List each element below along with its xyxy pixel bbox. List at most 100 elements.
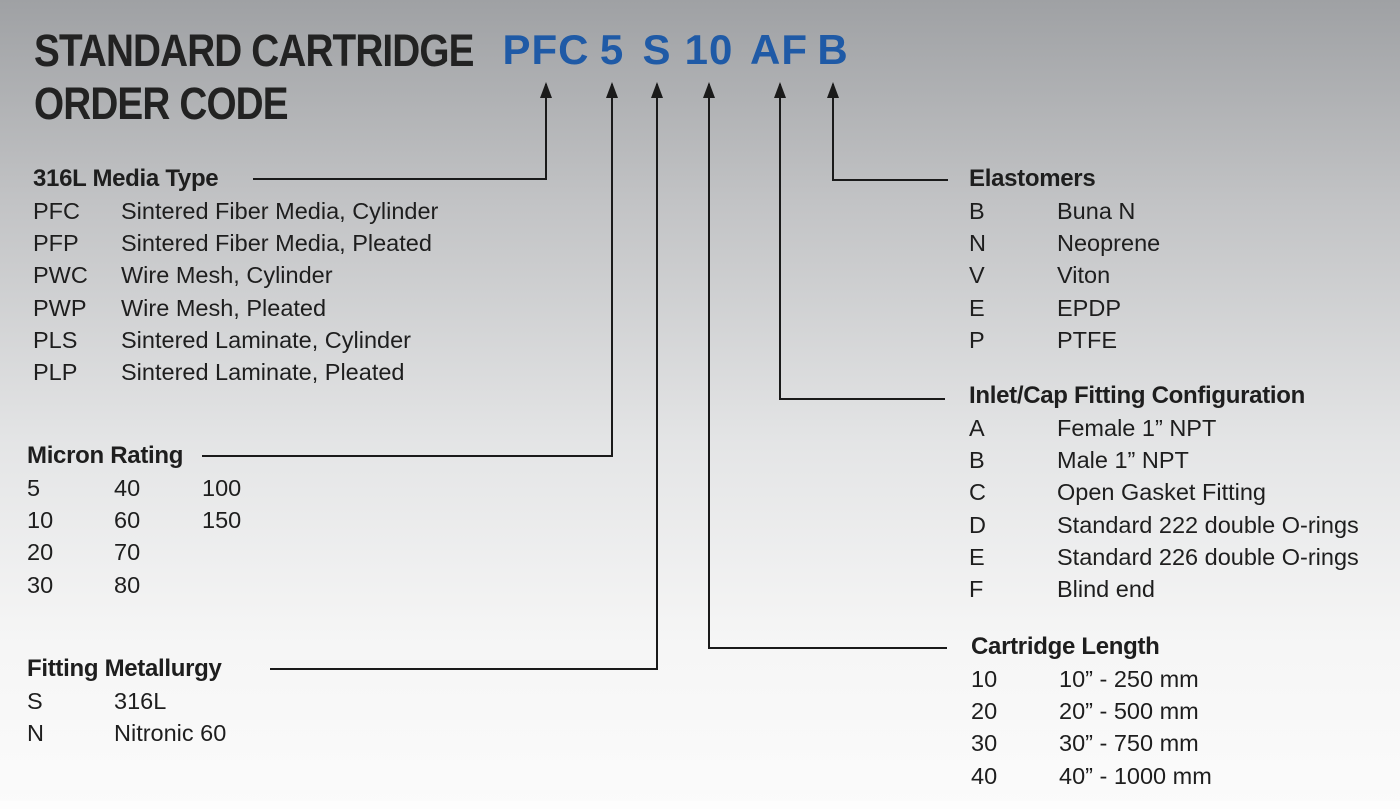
elastomer-desc: PTFE bbox=[1057, 326, 1118, 353]
fitting-desc: Male 1” NPT bbox=[1057, 447, 1189, 474]
list-item: PFP Sintered Fiber Media, Pleated bbox=[33, 227, 473, 259]
fitting-connector bbox=[774, 82, 945, 400]
length-code: 20 bbox=[971, 698, 998, 725]
micron-connector bbox=[202, 82, 618, 457]
code-elastomer: B bbox=[817, 26, 849, 73]
bottom-strip bbox=[0, 801, 1400, 809]
title-line-2: ORDER CODE bbox=[34, 78, 289, 129]
elastomer-code: B bbox=[969, 198, 985, 224]
fitting-code: E bbox=[969, 543, 985, 570]
page-title: STANDARD CARTRIDGE ORDER CODE bbox=[34, 24, 474, 130]
list-item: N Nitronic 60 bbox=[27, 717, 287, 749]
fitting-config-list: A Female 1” NPT B Male 1” NPT C Open Gasket… bbox=[969, 412, 1389, 605]
length-code: 30 bbox=[971, 730, 998, 757]
length-connector bbox=[703, 82, 947, 649]
list-item: 40 40” - 1000 mm bbox=[971, 760, 1371, 792]
micron-value: 150 bbox=[202, 507, 242, 534]
code-fitting: AF bbox=[750, 26, 808, 73]
list-item: P PTFE bbox=[969, 324, 1349, 356]
media-desc: Sintered Laminate, Cylinder bbox=[121, 326, 411, 353]
title-line-1: STANDARD CARTRIDGE bbox=[34, 25, 474, 76]
micron-rating-title: Micron Rating bbox=[27, 442, 184, 469]
list-item: C Open Gasket Fitting bbox=[969, 476, 1389, 508]
media-type-title: 316L Media Type bbox=[33, 165, 219, 192]
elastomer-code: P bbox=[969, 326, 985, 353]
fitting-desc: Blind end bbox=[1057, 575, 1155, 602]
micron-value: 100 bbox=[202, 475, 242, 501]
elastomer-desc: Viton bbox=[1057, 262, 1111, 289]
fitting-code: B bbox=[969, 447, 985, 474]
list-item: B Buna N bbox=[969, 195, 1349, 227]
length-code: 10 bbox=[971, 666, 998, 692]
list-item: 20 20” - 500 mm bbox=[971, 695, 1371, 727]
list-item: 30 30” - 750 mm bbox=[971, 727, 1371, 759]
metallurgy-desc: Nitronic 60 bbox=[114, 720, 227, 747]
elastomer-desc: Neoprene bbox=[1057, 230, 1161, 257]
fitting-desc: Standard 226 double O-rings bbox=[1057, 543, 1359, 570]
micron-value: 30 bbox=[27, 571, 54, 598]
list-item: F Blind end bbox=[969, 573, 1389, 605]
elastomer-connector bbox=[827, 82, 948, 181]
list-item: 10 60 150 bbox=[27, 504, 287, 536]
fitting-code: C bbox=[969, 479, 986, 506]
metallurgy-connector bbox=[270, 82, 663, 670]
media-desc: Sintered Fiber Media, Pleated bbox=[121, 230, 432, 257]
media-code: PFP bbox=[33, 230, 79, 257]
length-desc: 10” - 250 mm bbox=[1059, 666, 1199, 692]
elastomer-code: V bbox=[969, 262, 985, 289]
length-code: 40 bbox=[971, 762, 998, 789]
length-desc: 20” - 500 mm bbox=[1059, 698, 1199, 725]
micron-value: 60 bbox=[114, 507, 141, 534]
media-desc: Wire Mesh, Cylinder bbox=[121, 262, 333, 289]
code-micron: 5 bbox=[599, 26, 625, 73]
media-code: PWC bbox=[33, 262, 88, 289]
fitting-code: A bbox=[969, 415, 985, 441]
fitting-desc: Open Gasket Fitting bbox=[1057, 479, 1266, 506]
metallurgy-code: N bbox=[27, 720, 44, 747]
list-item: 5 40 100 bbox=[27, 472, 287, 504]
list-item: PWC Wire Mesh, Cylinder bbox=[33, 259, 473, 291]
list-item: A Female 1” NPT bbox=[969, 412, 1389, 444]
fitting-code: F bbox=[969, 575, 984, 602]
fitting-code: D bbox=[969, 511, 986, 538]
code-media: PFC bbox=[502, 26, 590, 73]
media-desc: Sintered Laminate, Pleated bbox=[121, 358, 405, 385]
media-code: PFC bbox=[33, 198, 80, 224]
fitting-desc: Female 1” NPT bbox=[1057, 415, 1217, 441]
micron-value: 5 bbox=[27, 475, 41, 501]
media-code: PLP bbox=[33, 358, 78, 385]
fitting-config-section: Inlet/Cap Fitting Configuration A Female … bbox=[969, 380, 1389, 605]
metallurgy-code: S bbox=[27, 688, 43, 714]
fitting-config-title: Inlet/Cap Fitting Configuration bbox=[969, 382, 1305, 409]
elastomer-desc: Buna N bbox=[1057, 198, 1136, 224]
list-item: V Viton bbox=[969, 259, 1349, 291]
length-desc: 30” - 750 mm bbox=[1059, 730, 1199, 757]
elastomer-code: E bbox=[969, 294, 985, 321]
media-code: PWP bbox=[33, 294, 87, 321]
list-item: B Male 1” NPT bbox=[969, 444, 1389, 476]
list-item: E Standard 226 double O-rings bbox=[969, 541, 1389, 573]
cartridge-length-list: 10 10” - 250 mm 20 20” - 500 mm 30 30” - 75… bbox=[971, 663, 1371, 792]
media-connector bbox=[253, 82, 552, 180]
micron-value: 10 bbox=[27, 507, 54, 534]
fitting-metallurgy-title: Fitting Metallurgy bbox=[27, 655, 222, 682]
list-item: PLP Sintered Laminate, Pleated bbox=[33, 356, 473, 388]
list-item: 10 10” - 250 mm bbox=[971, 663, 1371, 695]
micron-value: 40 bbox=[114, 475, 141, 501]
length-desc: 40” - 1000 mm bbox=[1059, 762, 1212, 789]
code-metallurgy: S bbox=[642, 26, 672, 73]
